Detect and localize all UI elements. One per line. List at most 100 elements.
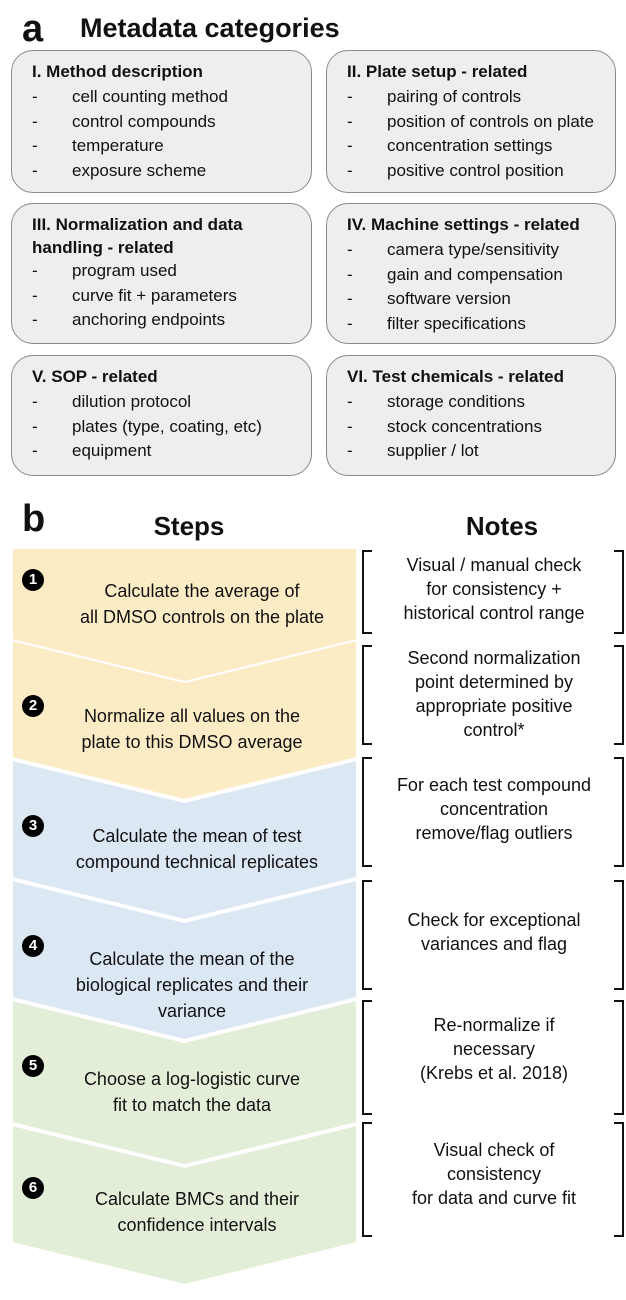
step-number-badge: 5 bbox=[22, 1055, 44, 1077]
note-line: Re-normalize if bbox=[433, 1015, 555, 1035]
step-arrow-shape bbox=[11, 758, 358, 922]
dash-marker: - bbox=[32, 136, 38, 156]
category-item: -plates (type, coating, etc) bbox=[32, 415, 311, 440]
right-bracket bbox=[614, 880, 624, 990]
category-item: - curve fit + parameters bbox=[32, 284, 311, 309]
dash-marker: - bbox=[32, 261, 38, 280]
right-bracket bbox=[614, 757, 624, 867]
category-title: III. Normalization and data handling - r… bbox=[32, 213, 311, 259]
right-bracket bbox=[614, 645, 624, 745]
step-line: fit to match the data bbox=[112, 1095, 272, 1115]
note-line: consistency bbox=[446, 1164, 542, 1184]
step-arrow-shape bbox=[11, 1123, 358, 1287]
step-line: confidence intervals bbox=[117, 1215, 277, 1235]
dash-marker: - bbox=[347, 264, 353, 284]
note-line: variances and flag bbox=[420, 934, 568, 954]
category-item: - supplier / lot bbox=[347, 439, 615, 464]
step-description: Calculate the average of all DMSO contro… bbox=[52, 578, 352, 630]
note-6: Visual check of consistency for data and… bbox=[362, 1122, 626, 1237]
note-text: Second normalization point determined by… bbox=[374, 646, 614, 742]
note-line: Visual / manual check bbox=[406, 555, 582, 575]
dash-marker: - bbox=[347, 416, 353, 436]
dash-marker: - bbox=[347, 161, 353, 181]
note-line: remove/flag outliers bbox=[415, 823, 573, 843]
category-item-label: gain and compensation bbox=[387, 264, 563, 284]
category-item: - pairing of controls bbox=[347, 85, 615, 110]
dash-marker: - bbox=[347, 441, 353, 461]
step-description: Normalize all values on the plate to thi… bbox=[42, 703, 342, 755]
step-line: Normalize all values on the bbox=[83, 706, 301, 726]
category-box-sop: V. SOP - related -dilution protocol -pla… bbox=[11, 355, 312, 476]
category-box-machine-settings: IV. Machine settings - related -camera t… bbox=[326, 203, 616, 344]
dash-marker: - bbox=[32, 285, 38, 305]
workflow-step-3: 3 Calculate the mean of test compound te… bbox=[12, 760, 357, 875]
left-bracket bbox=[362, 757, 372, 867]
panel-a-letter: a bbox=[22, 8, 44, 50]
dash-marker: - bbox=[32, 87, 38, 106]
category-item-label: positive control position bbox=[387, 161, 564, 181]
left-bracket bbox=[362, 1000, 372, 1115]
category-item: - temperature bbox=[32, 134, 311, 159]
step-line: biological replicates and their bbox=[75, 975, 309, 995]
step-number-badge: 2 bbox=[22, 695, 44, 717]
dash-marker: - bbox=[347, 240, 353, 259]
note-5: Re-normalize if necessary (Krebs et al. … bbox=[362, 1000, 626, 1115]
note-line: For each test compound bbox=[396, 775, 592, 795]
category-title: I. Method description bbox=[32, 62, 203, 81]
category-title: II. Plate setup - related bbox=[347, 62, 528, 81]
category-box-plate-setup: II. Plate setup - related - pairing of co… bbox=[326, 50, 616, 193]
note-2: Second normalization point determined by… bbox=[362, 645, 626, 745]
note-line: Check for exceptional bbox=[407, 910, 581, 930]
category-item: -control compounds bbox=[32, 110, 311, 135]
note-1: Visual / manual check for consistency + … bbox=[362, 550, 626, 634]
step-arrow-shape bbox=[11, 998, 358, 1167]
dash-marker: - bbox=[32, 111, 38, 131]
step-description: Choose a log-logistic curve fit to match… bbox=[42, 1066, 342, 1118]
category-item-label: pairing of controls bbox=[387, 87, 522, 106]
category-item-label: exposure scheme bbox=[72, 161, 207, 181]
category-box-method-description: I. Method description -cell counting met… bbox=[11, 50, 312, 193]
dash-marker: - bbox=[347, 87, 353, 106]
category-item-label: storage conditions bbox=[387, 392, 525, 411]
note-line: for consistency + bbox=[426, 579, 562, 599]
category-item: -camera type/sensitivity bbox=[347, 238, 615, 263]
category-item-label: dilution protocol bbox=[72, 392, 192, 411]
dash-marker: - bbox=[32, 392, 38, 411]
note-line: point determined by bbox=[414, 672, 574, 692]
category-item: -cell counting method bbox=[32, 85, 311, 110]
note-line: control* bbox=[463, 720, 525, 740]
note-line: Second normalization bbox=[407, 648, 581, 668]
note-4: Check for exceptional variances and flag bbox=[362, 880, 626, 990]
dash-marker: - bbox=[347, 289, 353, 309]
workflow-step-1: 1 Calculate the average of all DMSO cont… bbox=[12, 548, 357, 628]
category-item-label: equipment bbox=[72, 441, 152, 461]
note-line: concentration bbox=[439, 799, 549, 819]
note-text: Visual check of consistency for data and… bbox=[374, 1138, 614, 1210]
category-item-label: supplier / lot bbox=[387, 441, 479, 461]
notes-header: Notes bbox=[465, 511, 539, 541]
dash-marker: - bbox=[347, 392, 353, 411]
step-description: Calculate the mean of test compound tech… bbox=[47, 823, 347, 875]
dash-marker: - bbox=[32, 416, 38, 436]
workflow-step-2: 2 Normalize all values on the plate to t… bbox=[12, 640, 357, 755]
category-item: - gain and compensation bbox=[347, 263, 615, 288]
category-box-normalization: III. Normalization and data handling - r… bbox=[11, 203, 312, 344]
category-item: - dilution protocol bbox=[32, 390, 311, 415]
steps-header: Steps bbox=[153, 511, 225, 541]
left-bracket bbox=[362, 645, 372, 745]
category-item: -anchoring endpoints bbox=[32, 308, 311, 333]
category-item-label: filter specifications bbox=[387, 314, 526, 334]
category-item-label: anchoring endpoints bbox=[72, 310, 226, 330]
category-item-label: curve fit + parameters bbox=[72, 285, 237, 305]
category-item: -exposure scheme bbox=[32, 159, 311, 184]
category-item: -stock concentrations bbox=[347, 415, 615, 440]
note-line: Visual check of bbox=[433, 1140, 555, 1160]
category-item: -software version bbox=[347, 287, 615, 312]
category-item: - positive control position bbox=[347, 159, 615, 184]
category-item-label: temperature bbox=[72, 136, 164, 156]
step-line: Choose a log-logistic curve bbox=[83, 1069, 301, 1089]
step-arrow-shape bbox=[11, 547, 358, 684]
note-line: for data and curve fit bbox=[411, 1188, 577, 1208]
category-title-line: handling - related bbox=[32, 238, 174, 257]
